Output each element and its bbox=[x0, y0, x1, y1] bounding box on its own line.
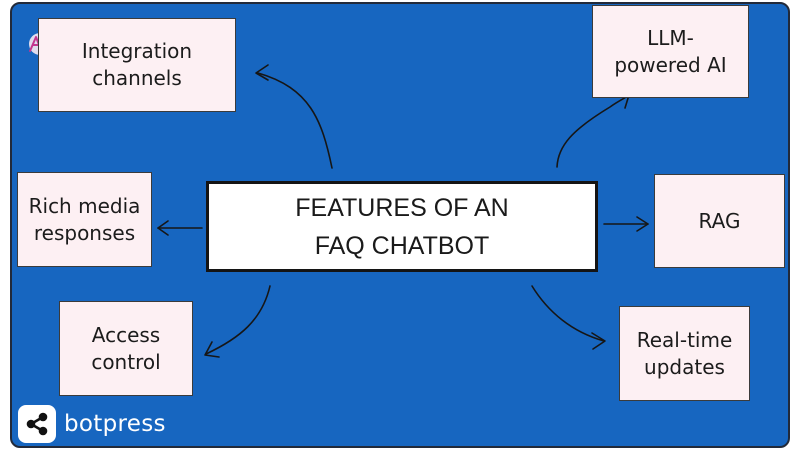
arrow-to-integration bbox=[257, 72, 333, 169]
brand-badge bbox=[18, 405, 56, 443]
arrowhead-rich bbox=[157, 220, 169, 236]
arrow-to-access bbox=[205, 285, 271, 355]
share-nodes-icon bbox=[26, 412, 48, 436]
feature-box-integration-channels: Integration channels bbox=[38, 18, 236, 112]
arrow-to-llm bbox=[556, 95, 629, 168]
feature-box-rich-media-responses: Rich media responses bbox=[17, 172, 152, 267]
feature-box-rag: RAG bbox=[654, 174, 785, 268]
arrow-to-realtime bbox=[531, 285, 605, 342]
arrowhead-integration bbox=[255, 64, 269, 81]
brand-name: botpress bbox=[64, 411, 166, 437]
arrowhead-realtime bbox=[591, 332, 606, 350]
arrowhead-rag bbox=[636, 216, 649, 232]
feature-box-real-time-updates: Real-time updates bbox=[619, 306, 750, 401]
feature-box-access-control: Access control bbox=[59, 301, 193, 396]
botpress-brand: botpress bbox=[18, 405, 166, 443]
central-topic-box: FEATURES OF AN FAQ CHATBOT bbox=[206, 181, 598, 272]
arrowhead-access bbox=[204, 341, 220, 358]
feature-box-llm-powered-ai: LLM- powered AI bbox=[592, 5, 749, 98]
